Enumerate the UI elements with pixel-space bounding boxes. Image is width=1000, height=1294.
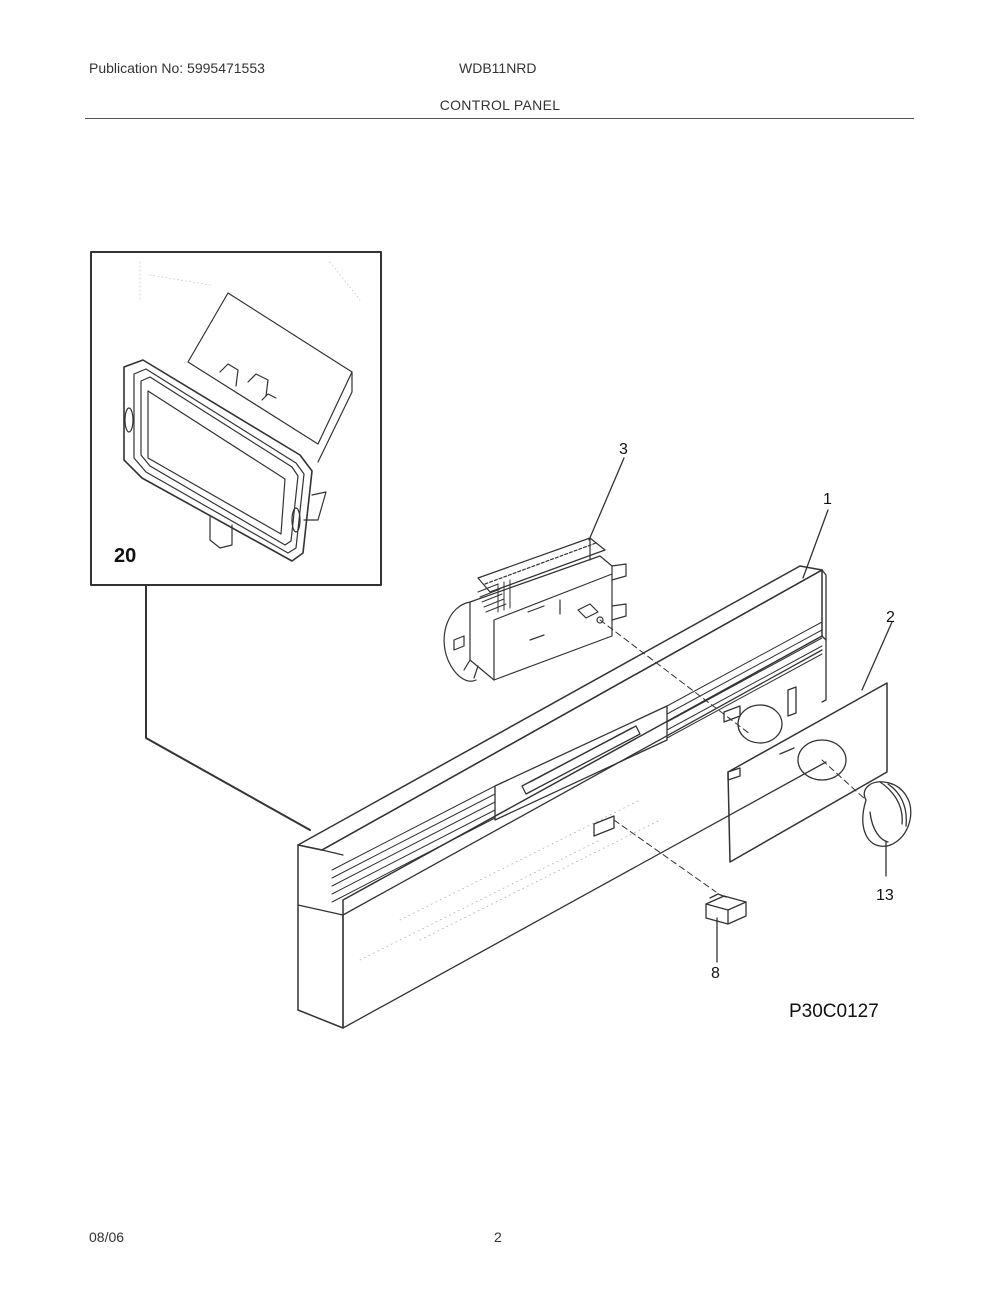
dispenser-drawing (123, 261, 361, 562)
header-rule (85, 118, 914, 119)
section-title: CONTROL PANEL (439, 97, 561, 113)
callout-part-1: 1 (823, 491, 832, 508)
switch-drawing (613, 819, 747, 925)
inset-frame (90, 251, 382, 586)
timer-shaft-guide (599, 619, 751, 735)
inset-leader-line (145, 584, 311, 831)
publication-number: Publication No: 5995471553 (89, 60, 265, 76)
callout-part-20: 20 (114, 545, 136, 567)
callout-part-8: 8 (711, 965, 720, 982)
footer-date: 08/06 (89, 1229, 125, 1245)
page-number: 2 (494, 1229, 502, 1245)
figure-code: P30C0127 (789, 1001, 879, 1022)
console-panel-drawing (297, 565, 827, 1029)
overlay-drawing (727, 682, 888, 863)
timer-drawing (443, 537, 627, 682)
model-number: WDB11NRD (459, 60, 537, 76)
callout-part-13: 13 (876, 887, 894, 904)
callout-leaders (588, 457, 893, 963)
callout-part-2: 2 (886, 609, 895, 626)
knob-drawing (821, 759, 912, 847)
callout-part-3: 3 (619, 441, 628, 458)
